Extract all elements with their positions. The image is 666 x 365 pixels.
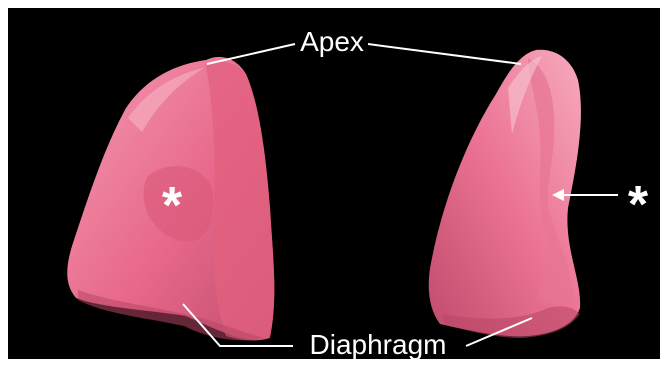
right-asterisk: *: [628, 176, 649, 234]
apex-label: Apex: [300, 26, 364, 57]
image-panel: Apex Diaphragm * *: [8, 8, 660, 359]
lungs-illustration: Apex Diaphragm * *: [8, 8, 660, 359]
apex-leader-left: [207, 44, 295, 64]
left-asterisk: *: [162, 177, 183, 235]
apex-leader-right: [368, 44, 521, 64]
diaphragm-label: Diaphragm: [310, 329, 447, 359]
